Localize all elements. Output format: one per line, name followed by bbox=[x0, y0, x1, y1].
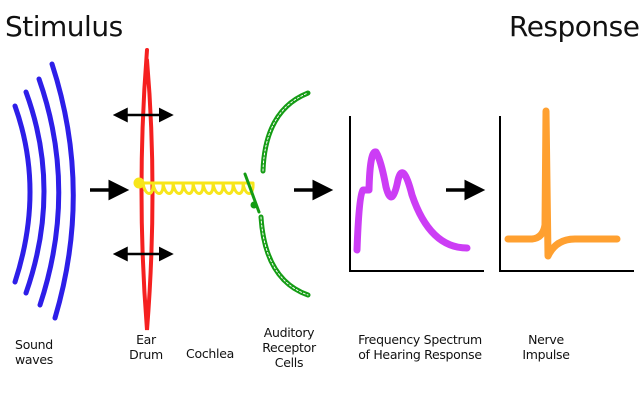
sound-wave-arc bbox=[49, 61, 76, 321]
cochlea-icon bbox=[133, 177, 255, 195]
impulse-curve bbox=[504, 107, 621, 260]
ear-drum-icon bbox=[139, 48, 155, 331]
spectrum-curve bbox=[353, 148, 471, 254]
label-frequency-spectrum: Frequency Spectrum of Hearing Response bbox=[358, 332, 482, 362]
sound-wave-arc bbox=[23, 89, 47, 296]
label-ear-drum: Ear Drum bbox=[129, 332, 163, 362]
frequency-spectrum-plot bbox=[349, 116, 484, 272]
nerve-impulse-plot bbox=[499, 107, 634, 272]
label-cochlea: Cochlea bbox=[186, 346, 234, 361]
label-sound-waves: Sound waves bbox=[15, 337, 53, 367]
label-receptor-cells: Auditory Receptor Cells bbox=[262, 325, 316, 370]
sound-wave-arc bbox=[12, 103, 33, 285]
sound-wave-arc bbox=[36, 76, 62, 308]
sound-waves-icon bbox=[12, 61, 76, 321]
plot-axes bbox=[499, 116, 634, 272]
plot-axes bbox=[349, 116, 484, 272]
response-title: Response bbox=[509, 10, 639, 43]
stimulus-title: Stimulus bbox=[5, 10, 123, 43]
receptor-cells-icon bbox=[243, 90, 311, 298]
label-nerve-impulse: Nerve Impulse bbox=[522, 332, 570, 362]
